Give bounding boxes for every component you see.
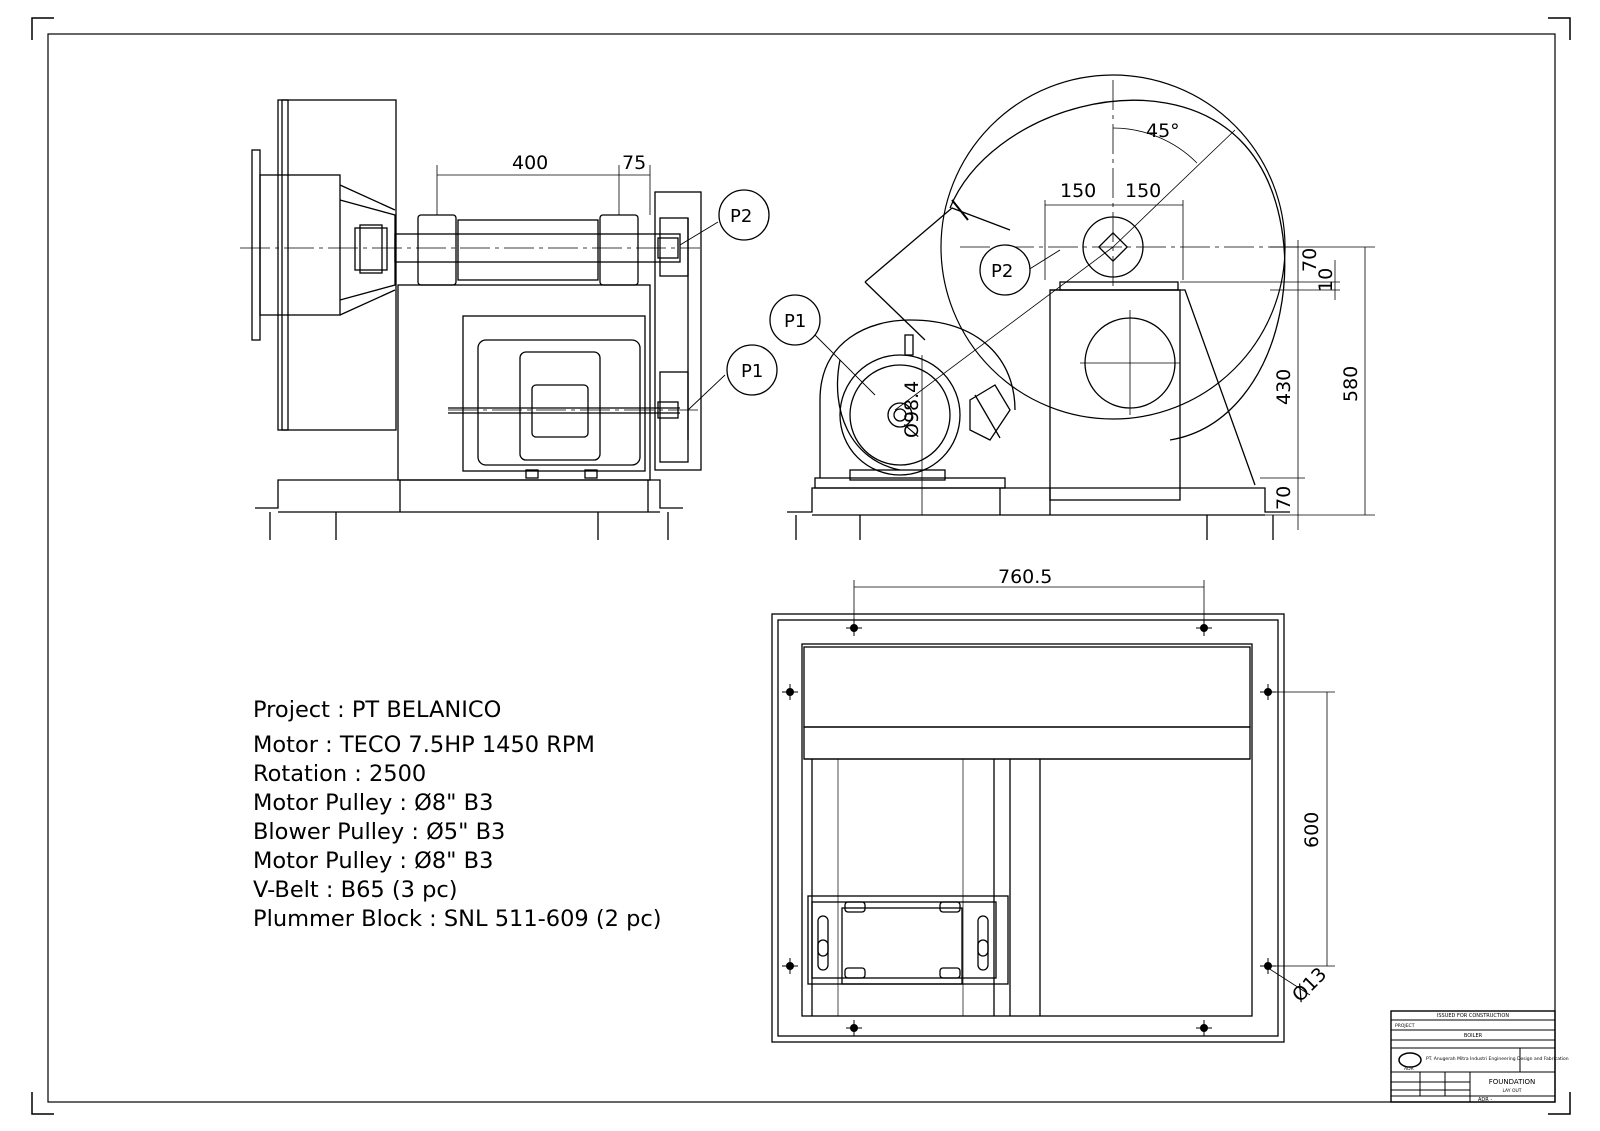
dim-70-bottom: 70: [1273, 486, 1295, 510]
front-view: [787, 74, 1375, 540]
title-project-value: BOILER: [1464, 1033, 1483, 1039]
dim-760-5: 760.5: [998, 566, 1052, 588]
title-block: [1390, 1010, 1556, 1103]
dim-75: 75: [622, 152, 646, 174]
dim-motor-dia: Ø98.4: [901, 381, 923, 438]
title-drawing: FOUNDATION: [1489, 1078, 1536, 1086]
dim-600: 600: [1301, 812, 1323, 848]
title-dwg-no: ADR -: [1478, 1097, 1492, 1103]
side-view: [240, 99, 726, 540]
dim-70-top: 70: [1299, 248, 1321, 272]
dim-hole-dia: Ø13: [1288, 963, 1331, 1006]
svg-text:P1: P1: [784, 311, 806, 332]
spec-blower-pulley: Blower Pulley : Ø5" B3: [253, 819, 506, 845]
balloon-front-p1: P1: [769, 294, 821, 346]
plan-view: [771, 580, 1335, 1043]
balloon-side-p2: P2: [718, 189, 770, 241]
title-company: PT. Anugerah Mitra Industri Engineering …: [1426, 1056, 1569, 1062]
plan-bolt-holes: [782, 620, 1276, 1036]
svg-text:P1: P1: [741, 361, 763, 382]
title-project-label: PROJECT: [1395, 1023, 1415, 1029]
spec-v-belt: V-Belt : B65 (3 pc): [253, 877, 458, 903]
balloon-front-p2: P2: [979, 244, 1031, 296]
dim-angle-45: 45°: [1146, 120, 1180, 142]
spec-plummer-block: Plummer Block : SNL 511-609 (2 pc): [253, 906, 662, 932]
spec-motor-pulley: Motor Pulley : Ø8" B3: [253, 790, 494, 816]
dim-10: 10: [1315, 268, 1337, 292]
dim-430: 430: [1273, 369, 1295, 405]
dim-150-left: 150: [1060, 180, 1096, 202]
sheet-border: [47, 33, 1556, 1103]
title-subtitle: LAY OUT: [1502, 1088, 1521, 1094]
spec-motor-pulley-2: Motor Pulley : Ø8" B3: [253, 848, 494, 874]
spec-notes: Project : PT BELANICO Motor : TECO 7.5HP…: [253, 696, 662, 934]
title-status: ISSUED FOR CONSTRUCTION: [1437, 1013, 1509, 1019]
dim-150-right: 150: [1125, 180, 1161, 202]
spec-rotation: Rotation : 2500: [253, 761, 427, 787]
svg-text:P2: P2: [991, 261, 1013, 282]
spec-motor: Motor : TECO 7.5HP 1450 RPM: [253, 732, 595, 758]
svg-text:P2: P2: [730, 206, 752, 227]
dim-400: 400: [512, 152, 548, 174]
balloon-side-p1: P1: [726, 344, 778, 396]
spec-project: Project : PT BELANICO: [253, 697, 502, 723]
sheet-corner-marks: [31, 17, 1571, 1115]
dim-580: 580: [1340, 366, 1362, 402]
title-logo-text: ADR: [1404, 1066, 1414, 1072]
